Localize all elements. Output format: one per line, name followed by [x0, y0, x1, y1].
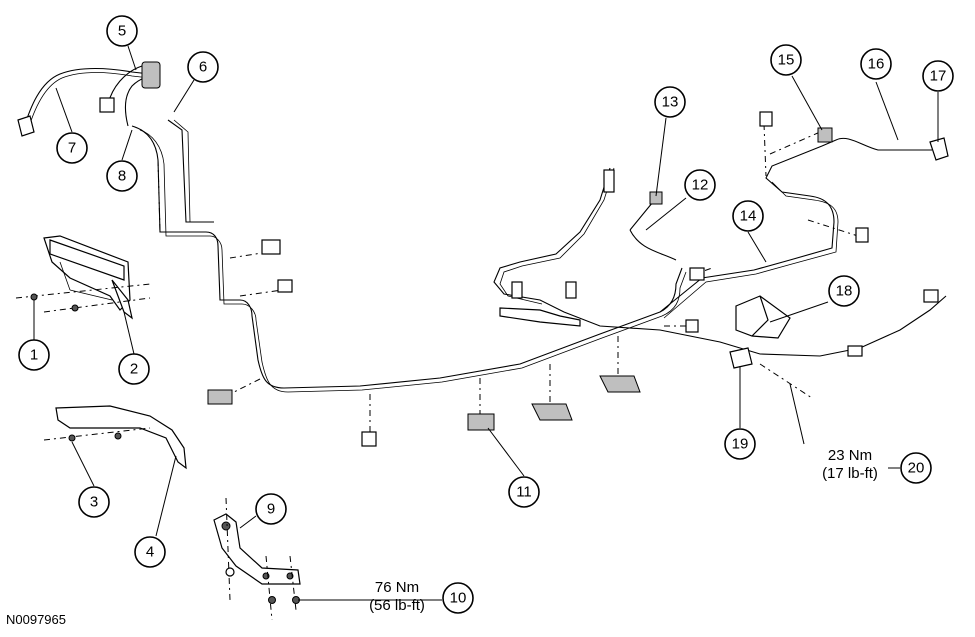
svg-text:7: 7 [68, 140, 76, 157]
svg-text:15: 15 [778, 52, 795, 69]
callout-8: 8 [106, 160, 138, 192]
callout-12: 12 [684, 169, 716, 201]
svg-text:4: 4 [146, 544, 154, 561]
torque-spec-10: 76 Nm (56 lb-ft) [369, 579, 425, 614]
torque-spec-20-lbft: (17 lb-ft) [822, 465, 878, 482]
svg-text:13: 13 [662, 94, 679, 111]
svg-text:19: 19 [732, 436, 749, 453]
front-brake-hoses [17, 61, 161, 137]
bolt-3 [68, 434, 76, 442]
bolt-axis-9c [289, 555, 297, 611]
svg-text:20: 20 [908, 460, 925, 477]
bracket-19 [729, 347, 753, 369]
torque-spec-10-nm: 76 Nm [375, 579, 419, 596]
figure-id: N0097965 [6, 612, 66, 627]
callout-4: 4 [134, 536, 166, 568]
bolt-axis-2 [43, 297, 151, 313]
callout-10: 10 [442, 582, 474, 614]
cable-bracket-18 [735, 295, 791, 339]
svg-text:8: 8 [118, 168, 126, 185]
callout-17: 17 [922, 60, 954, 92]
leader-lines [33, 45, 939, 601]
svg-text:18: 18 [836, 283, 853, 300]
svg-text:9: 9 [267, 501, 275, 518]
torque-spec-20-nm: 23 Nm [828, 447, 872, 464]
svg-text:16: 16 [868, 56, 885, 73]
nut-10a [268, 596, 276, 604]
bolt-axis-3 [43, 427, 151, 441]
svg-text:6: 6 [199, 59, 207, 76]
svg-text:3: 3 [90, 494, 98, 511]
callout-5: 5 [106, 15, 138, 47]
tube-clips [207, 111, 949, 447]
torque-spec-10-lbft: (56 lb-ft) [369, 597, 425, 614]
main-brake-tubes [131, 119, 947, 393]
callout-14: 14 [732, 200, 764, 232]
svg-text:17: 17 [930, 68, 947, 85]
nut-2 [71, 304, 79, 312]
assembly-axes [157, 123, 859, 434]
mounting-bracket [43, 235, 133, 320]
svg-text:2: 2 [130, 361, 138, 378]
bolt-axis-9b [265, 555, 273, 621]
callout-13: 13 [654, 86, 686, 118]
callout-20: 20 [900, 452, 932, 484]
callout-16: 16 [860, 48, 892, 80]
callout-9: 9 [255, 493, 287, 525]
svg-text:10: 10 [450, 590, 467, 607]
callout-6: 6 [187, 51, 219, 83]
heat-shield [55, 405, 187, 470]
svg-text:5: 5 [118, 23, 126, 40]
callout-7: 7 [56, 132, 88, 164]
callout-19: 19 [724, 428, 756, 460]
callout-18: 18 [828, 275, 860, 307]
bolt-1 [30, 293, 38, 301]
callout-2: 2 [118, 353, 150, 385]
bolt-axis-1 [15, 283, 151, 299]
washer-9 [225, 567, 235, 577]
bolt-axis-9a [225, 497, 231, 601]
callout-3: 3 [78, 486, 110, 518]
svg-text:1: 1 [30, 347, 38, 364]
svg-text:14: 14 [740, 208, 757, 225]
torque-spec-20: 23 Nm (17 lb-ft) [822, 447, 878, 482]
svg-text:12: 12 [692, 177, 709, 194]
nut-4 [114, 432, 122, 440]
svg-text:11: 11 [516, 484, 532, 501]
callout-15: 15 [770, 44, 802, 76]
strap-bracket-9 [213, 513, 301, 585]
callout-1: 1 [18, 339, 50, 371]
callout-11: 11 [508, 476, 540, 508]
